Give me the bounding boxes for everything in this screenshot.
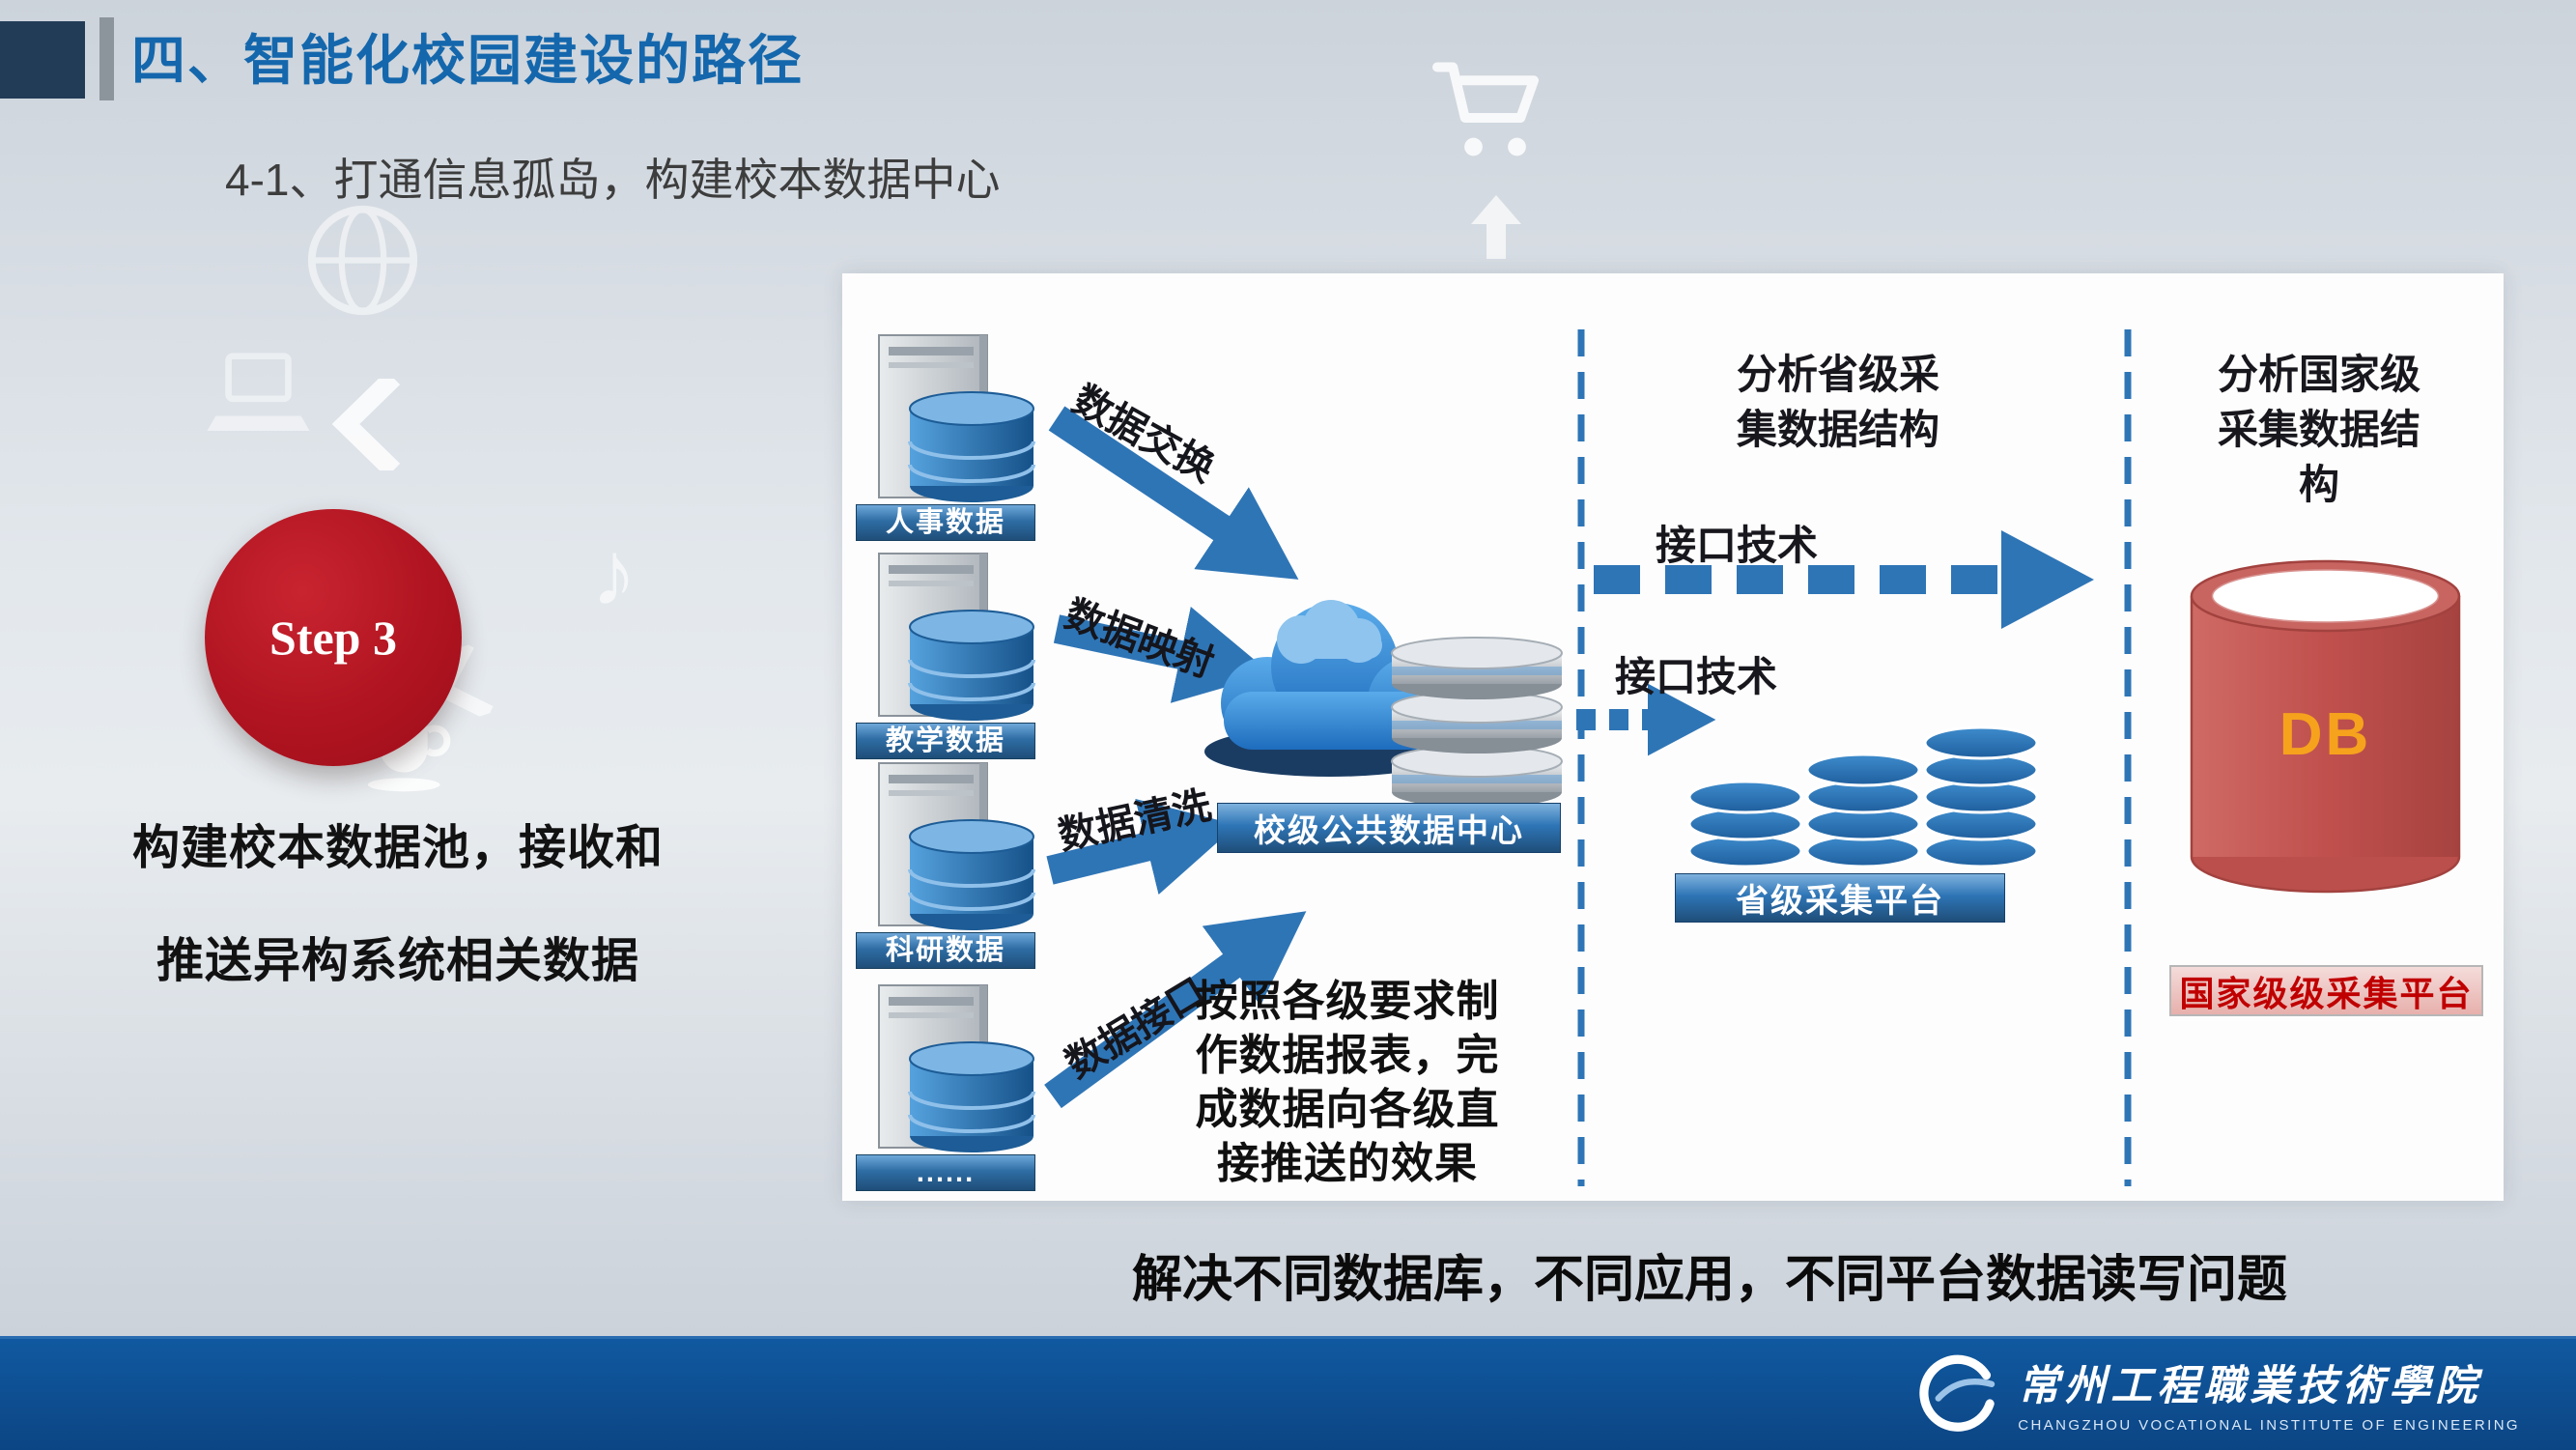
province-heading-line-1: 分析省级采 — [1736, 352, 1939, 397]
server-group-teaching: 教学数据 — [856, 552, 1039, 759]
server-group-research: 科研数据 — [856, 761, 1039, 969]
server-label: 科研数据 — [856, 932, 1035, 969]
server-icon — [878, 762, 1035, 930]
coin-stack-icon — [1923, 725, 2039, 868]
server-group-other: ...... — [856, 983, 1039, 1191]
national-heading: 分析国家级 采集数据结 构 — [2198, 347, 2440, 512]
music-note-icon: ♪ — [591, 523, 637, 625]
national-heading-line-1: 分析国家级 — [2217, 352, 2420, 397]
title-divider-bar — [99, 17, 114, 100]
step-badge-label: Step 3 — [269, 611, 397, 665]
coin-stack-icon — [1805, 753, 1921, 868]
chevron-arrow-icon — [331, 379, 401, 470]
school-name: 常州工程職業技術學院 CHANGZHOU VOCATIONAL INSTITUT… — [2018, 1352, 2520, 1434]
national-db-cylinder-icon — [2190, 559, 2461, 894]
side-note: 构建校本数据池，接收和 推送异构系统相关数据 — [12, 810, 784, 991]
corner-accent-square — [0, 21, 85, 99]
page-title: 四、智能化校园建设的路径 — [131, 30, 804, 91]
bottom-caption: 解决不同数据库，不同应用，不同平台数据读写问题 — [1131, 1252, 2287, 1308]
side-note-line-1: 构建校本数据池，接收和 — [131, 822, 664, 874]
school-logo-block: 常州工程職業技術學院 CHANGZHOU VOCATIONAL INSTITUT… — [1913, 1349, 2520, 1437]
side-note-line-2: 推送异构系统相关数据 — [156, 935, 639, 987]
up-arrow-icon — [1471, 195, 1521, 259]
server-group-personnel: 人事数据 — [856, 333, 1039, 541]
school-name-cn: 常州工程職業技術學院 — [2018, 1364, 2482, 1409]
server-icon — [878, 984, 1035, 1152]
laptop-icon — [207, 353, 310, 431]
step-badge: Step 3 — [205, 509, 462, 766]
process-note-line-2: 作数据报表，完 — [1195, 1032, 1500, 1079]
school-name-en: CHANGZHOU VOCATIONAL INSTITUTE OF ENGINE… — [2018, 1417, 2520, 1434]
footer-bar: 常州工程職業技術學院 CHANGZHOU VOCATIONAL INSTITUT… — [0, 1336, 2576, 1450]
slide-subtitle: 4-1、打通信息孤岛，构建校本数据中心 — [225, 155, 1001, 205]
national-heading-line-3: 构 — [2298, 462, 2339, 507]
province-heading: 分析省级采 集数据结构 — [1710, 347, 1967, 457]
server-label: 人事数据 — [856, 504, 1035, 541]
db-label: DB — [2279, 701, 2372, 768]
server-label: 教学数据 — [856, 723, 1035, 759]
province-platform-banner: 省级采集平台 — [1675, 873, 2005, 923]
process-note: 按照各级要求制 作数据报表，完 成数据向各级直 接推送的效果 — [1149, 975, 1545, 1191]
server-icon — [878, 553, 1035, 721]
arrow-label-exchange: 数据交换 — [1065, 378, 1222, 491]
school-logo-icon — [1919, 1354, 1996, 1432]
api-label-top: 接口技术 — [1656, 523, 1819, 568]
process-note-line-3: 成数据向各级直 — [1195, 1086, 1500, 1133]
diagram-panel: 人事数据 教学数据 — [842, 273, 2504, 1201]
national-platform-banner: 国家级级采集平台 — [2169, 965, 2483, 1016]
province-heading-line-2: 集数据结构 — [1736, 407, 1939, 452]
national-heading-line-2: 采集数据结 — [2217, 407, 2420, 452]
api-label-mid: 接口技术 — [1615, 654, 1778, 699]
process-note-line-1: 按照各级要求制 — [1195, 978, 1500, 1025]
arrow-label-cleaning: 数据清洗 — [1055, 783, 1215, 859]
center-data-hub-banner: 校级公共数据中心 — [1217, 803, 1561, 853]
server-icon — [878, 334, 1035, 502]
cart-icon — [1432, 62, 1539, 156]
server-label: ...... — [856, 1154, 1035, 1191]
database-stack-icon — [1391, 637, 1563, 808]
coin-stack-icon — [1687, 780, 1803, 868]
process-note-line-4: 接推送的效果 — [1217, 1140, 1478, 1187]
